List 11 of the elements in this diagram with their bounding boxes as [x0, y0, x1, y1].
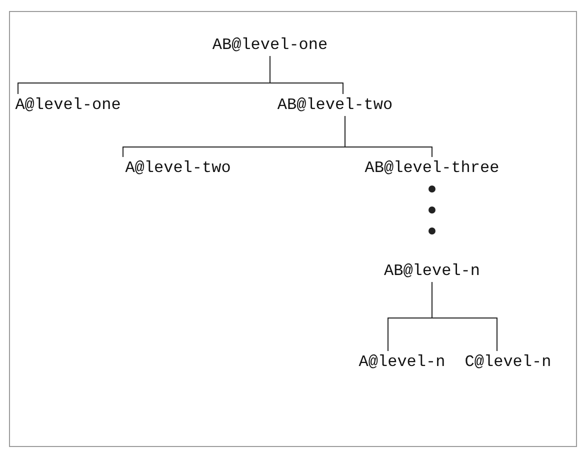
tree-connector: [344, 116, 432, 158]
tree-node-label: AB@level-three: [362, 157, 502, 179]
tree-node-label: AB@level-two: [274, 94, 396, 116]
tree-node-label: A@level-two: [122, 157, 234, 179]
tree-node-label: AB@level-n: [381, 260, 483, 282]
tree-node-label: C@level-n: [462, 351, 554, 373]
tree-node-label: AB@level-one: [209, 34, 331, 56]
tree-node-label: A@level-one: [12, 94, 124, 116]
tree-connector: [432, 282, 498, 352]
tree-connector: [270, 56, 344, 94]
tree-node-label: A@level-n: [356, 351, 448, 373]
